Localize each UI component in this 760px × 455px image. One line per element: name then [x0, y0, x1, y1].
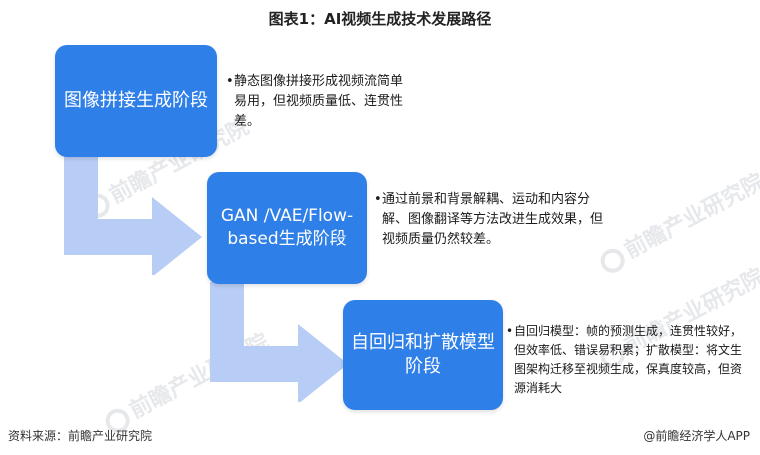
watermark: 前瞻产业研究院: [593, 164, 760, 278]
stage-description-2: • 通过前景和背景解耦、运动和内容分解、图像翻译等方法改进生成效果，但视频质量仍…: [374, 192, 604, 247]
stage-label: GAN /VAE/Flow-based生成阶段: [220, 206, 354, 249]
stage-box-3: 自回归和扩散模型阶段: [343, 300, 503, 410]
bullet-icon: •: [374, 192, 382, 207]
flow-arrow-2: [210, 282, 348, 402]
stage-label: 自回归和扩散模型阶段: [351, 331, 495, 377]
credit-note: @前瞻经济学人APP: [643, 429, 750, 443]
stage-description-3: • 自回归模型：帧的预测生成，连贯性较好，但效率低、错误易积累；扩散模型：将文生…: [506, 324, 743, 395]
bullet-icon: •: [506, 324, 514, 338]
source-note: 资料来源：前瞻产业研究院: [8, 429, 153, 443]
stage-box-1: 图像拼接生成阶段: [55, 45, 217, 157]
flow-arrow-1: [64, 155, 202, 275]
stage-label: 图像拼接生成阶段: [64, 89, 208, 111]
chart-title: 图表1：AI视频生成技术发展路径: [268, 10, 492, 28]
bullet-icon: •: [226, 74, 234, 89]
stage-description-1: • 静态图像拼接形成视频流简单易用，但视频质量低、连贯性差。: [226, 74, 404, 129]
stage-box-2: GAN /VAE/Flow-based生成阶段: [207, 172, 367, 284]
